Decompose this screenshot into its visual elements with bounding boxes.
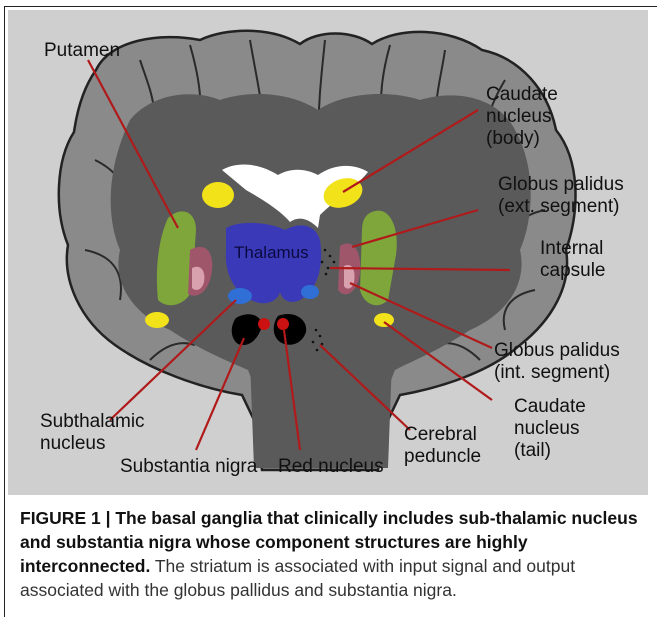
caudate-tail-label-3: (tail) <box>514 440 551 461</box>
gp-ext-label-2: (ext. segment) <box>498 196 619 217</box>
cerebral-peduncle-label-2: peduncle <box>404 446 481 467</box>
putamen-label: Putamen <box>44 40 120 61</box>
gp-int-label-1: Globus palidus <box>494 340 620 361</box>
internal-capsule-label-2: capsule <box>540 260 606 281</box>
subthalamic-label-1: Subthalamic <box>40 411 145 432</box>
caudate-tail-label-1: Caudate <box>514 396 586 417</box>
caudate-tail-left <box>145 312 169 328</box>
gp-ext-label-1: Globus palidus <box>498 174 624 195</box>
caudate-tail-right <box>374 313 394 327</box>
subthalamic-nucleus-left <box>228 288 252 304</box>
caudate-tail-label-2: nucleus <box>514 418 580 439</box>
substantia-nigra-label: Substantia nigra <box>120 456 258 477</box>
red-nucleus-label: Red nucleus <box>278 456 384 477</box>
caudate-body-label-1: Caudate <box>486 84 558 105</box>
internal-capsule-label-1: Internal <box>540 238 603 259</box>
figure-label: FIGURE 1 | <box>20 508 115 528</box>
caudate-body-label-3: (body) <box>486 128 540 149</box>
cerebral-peduncle-label-1: Cerebral <box>404 424 477 445</box>
gp-int-label-2: (int. segment) <box>494 362 610 383</box>
subthalamic-nucleus-right <box>301 285 319 299</box>
brainstem <box>250 360 392 468</box>
subthalamic-label-2: nucleus <box>40 433 106 454</box>
red-nucleus-right <box>277 318 289 330</box>
caudate-body-label-2: nucleus <box>486 106 552 127</box>
thalamus-label: Thalamus <box>234 243 309 262</box>
figure-caption: FIGURE 1 | The basal ganglia that clinic… <box>20 506 645 602</box>
caudate-body-left <box>202 182 234 208</box>
basal-ganglia-diagram: Thalamus Putamen Caudate nucleus (body) … <box>0 0 657 500</box>
red-nucleus-left <box>258 318 270 330</box>
